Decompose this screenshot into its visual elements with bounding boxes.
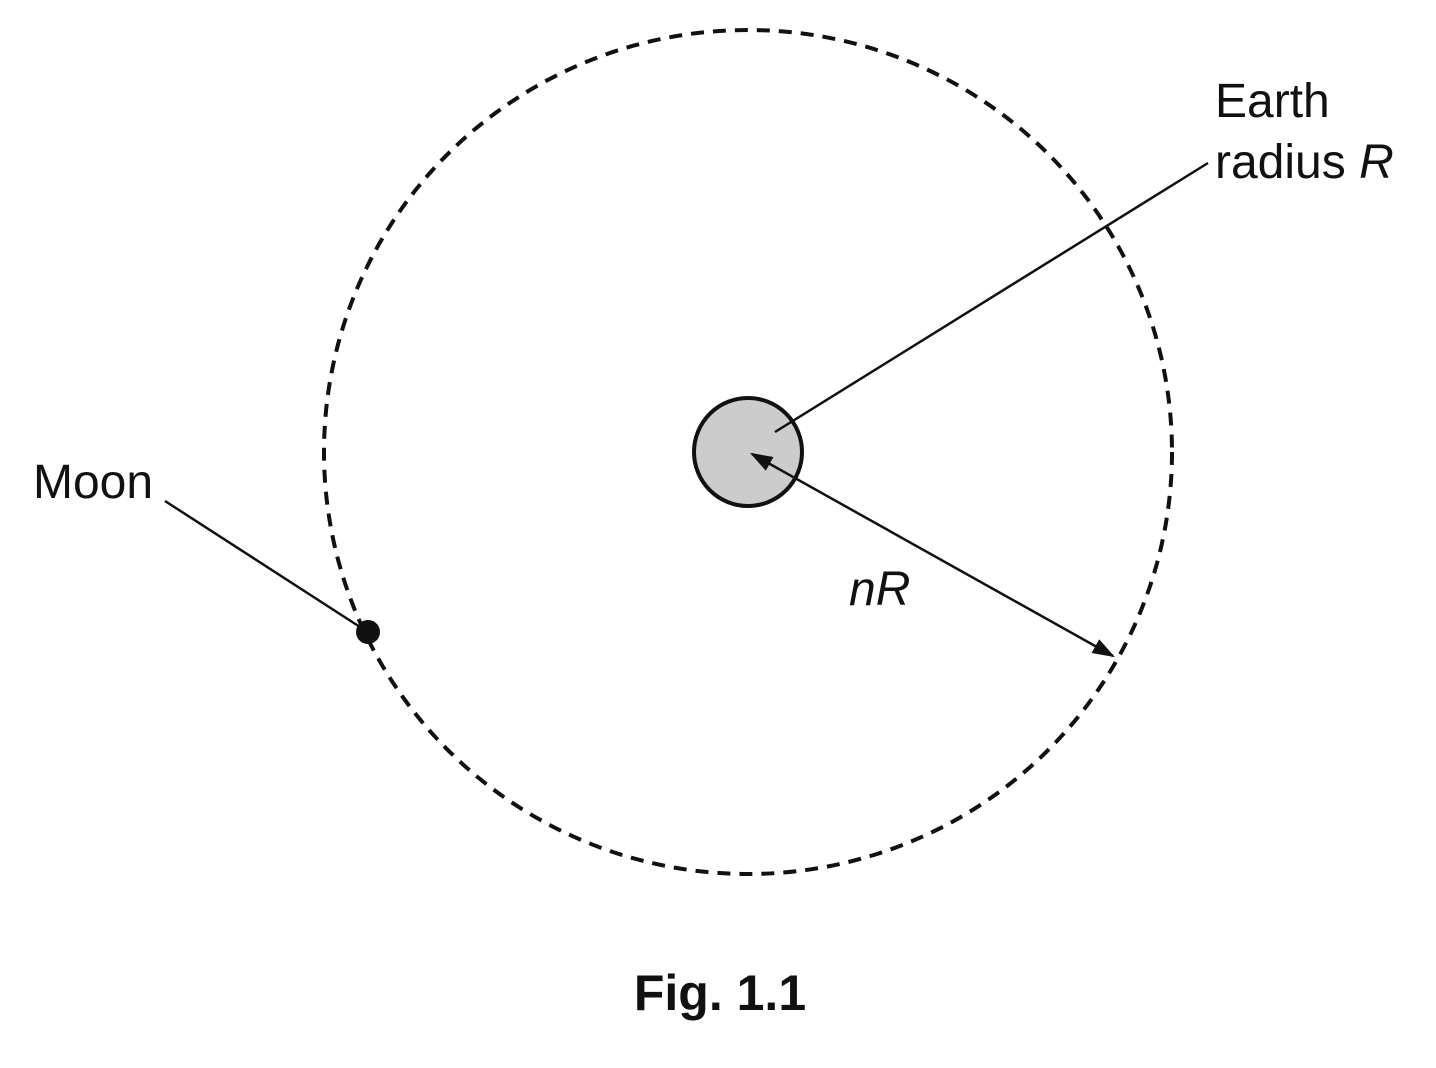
figure-caption: Fig. 1.1 — [634, 965, 806, 1021]
earth-leader-line — [774, 161, 1209, 434]
earth — [692, 396, 804, 508]
earth-radius-label: radius R — [1215, 136, 1394, 189]
earth-radius-symbol: R — [1359, 136, 1394, 189]
moon — [356, 620, 380, 644]
moon-label: Moon — [33, 456, 153, 509]
moon-orbit — [322, 28, 1174, 876]
orbit-radius-arrow — [750, 452, 1115, 658]
earth-radius-prefix: radius — [1215, 136, 1359, 189]
earth-label: Earth — [1215, 75, 1330, 128]
moon-leader-line — [164, 499, 361, 629]
orbit-radius-label: nR — [849, 563, 910, 616]
